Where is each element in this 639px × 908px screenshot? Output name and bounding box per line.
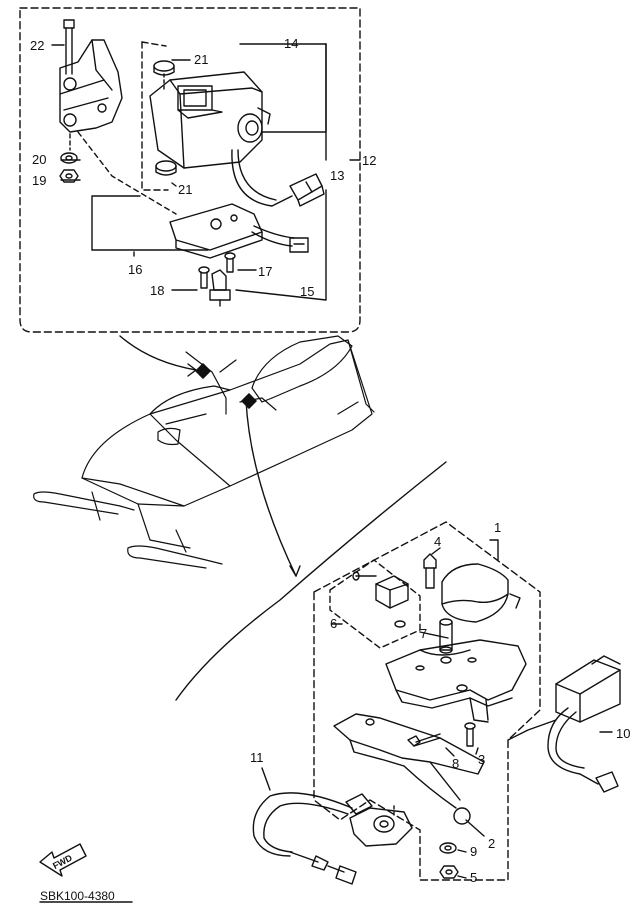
lever-subframe-6	[329, 559, 421, 649]
inset-frame	[19, 7, 361, 333]
screw-17	[224, 252, 236, 273]
screw-4	[423, 553, 437, 589]
grommet-21-top	[153, 60, 175, 91]
callout-2: 2	[488, 836, 495, 851]
nut-5	[439, 865, 459, 879]
callout-10: 10	[616, 726, 630, 741]
callout-labels: 22 21 14 13 12 20 19 21 16 17 18 15 1 4 …	[30, 36, 630, 903]
lever-cover-cap	[441, 563, 521, 623]
callout-4: 4	[434, 534, 441, 549]
switch-housing	[149, 71, 293, 207]
callout-8: 8	[452, 756, 459, 771]
switch-cover	[169, 203, 295, 259]
callout-20: 20	[32, 152, 46, 167]
washer-9	[439, 842, 457, 854]
callout-1: 1	[494, 520, 501, 535]
screw-18	[198, 266, 210, 289]
brake-lever	[333, 713, 485, 825]
callout-3: 3	[478, 752, 485, 767]
callout-18: 18	[150, 283, 164, 298]
grommet-21-bottom	[155, 160, 177, 176]
callout-7: 7	[420, 626, 427, 641]
section-divider-arc	[175, 461, 447, 701]
bolt-15	[209, 269, 231, 307]
callout-14: 14	[284, 36, 298, 51]
nut-19	[59, 169, 79, 183]
brake-switch-10	[547, 655, 621, 793]
stop-switch-11	[252, 792, 413, 885]
callout-6: 6	[330, 616, 337, 631]
bolt-22	[63, 19, 75, 75]
wire-connector-right	[289, 173, 325, 207]
callout-13: 13	[330, 168, 344, 183]
callout-9: 9	[470, 844, 477, 859]
screw-8	[407, 733, 441, 747]
forward-direction-icon	[39, 843, 87, 877]
snowmobile-outline	[33, 335, 375, 569]
callout-17: 17	[258, 264, 272, 279]
callout-11: 11	[250, 750, 264, 765]
callout-16: 16	[128, 262, 142, 277]
mount-bracket	[59, 39, 123, 133]
callout-21-top: 21	[194, 52, 208, 67]
screw-3	[464, 722, 476, 747]
callout-15: 15	[300, 284, 314, 299]
locator-arrow-upper	[119, 335, 197, 371]
lever-assembly-frame	[313, 521, 541, 881]
lever-block-6	[352, 571, 409, 609]
drawing-code: SBK100-4380	[40, 889, 115, 903]
wire-connector-lower	[289, 237, 309, 253]
callout-5: 5	[470, 870, 477, 885]
callout-12: 12	[362, 153, 376, 168]
callout-22: 22	[30, 38, 44, 53]
locator-arrow-lower	[245, 399, 297, 577]
lever-bracket	[385, 639, 527, 723]
callout-19: 19	[32, 173, 46, 188]
callout-21-bottom: 21	[178, 182, 192, 197]
washer-20	[60, 152, 78, 164]
